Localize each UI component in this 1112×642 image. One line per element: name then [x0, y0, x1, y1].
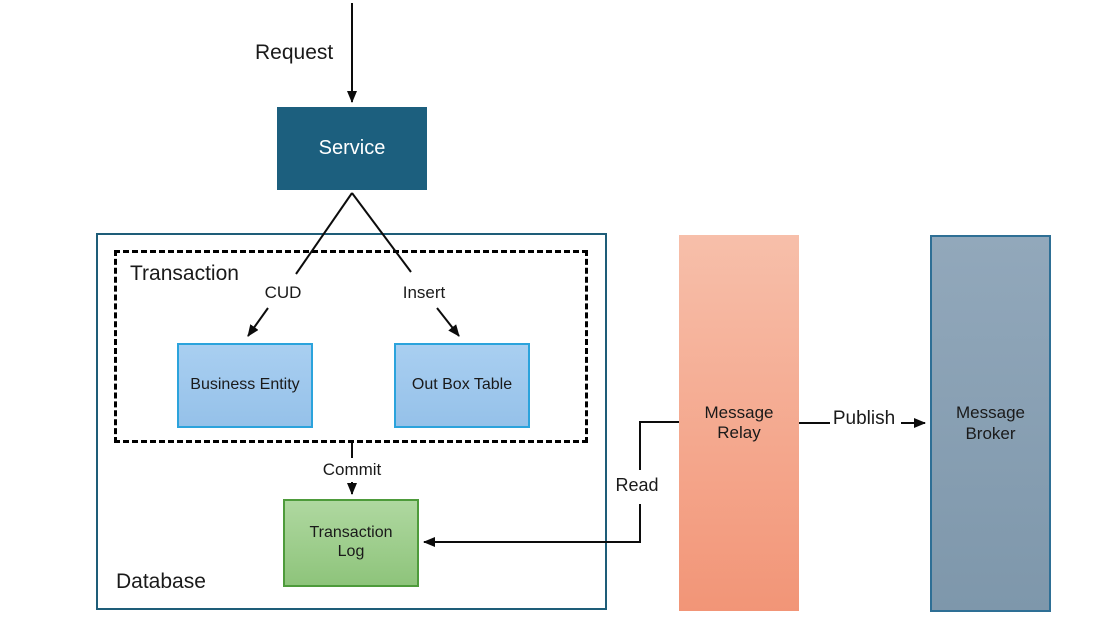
- transaction-group-label: Transaction: [130, 262, 239, 285]
- message-relay-node: Message Relay: [679, 235, 799, 611]
- transaction-log-node: Transaction Log: [283, 499, 419, 587]
- business-entity-node: Business Entity: [177, 343, 313, 428]
- service-node: Service: [277, 107, 427, 190]
- read-line-upper: [639, 421, 679, 470]
- message-broker-node: Message Broker: [930, 235, 1051, 612]
- cud-edge-label: CUD: [262, 283, 304, 303]
- outbox-table-node: Out Box Table: [394, 343, 530, 428]
- database-group-label: Database: [116, 570, 206, 593]
- publish-edge-label: Publish: [830, 408, 898, 430]
- request-edge-label: Request: [253, 41, 336, 65]
- commit-edge-label: Commit: [320, 460, 384, 480]
- read-edge-label: Read: [613, 475, 661, 496]
- insert-edge-label: Insert: [400, 283, 448, 303]
